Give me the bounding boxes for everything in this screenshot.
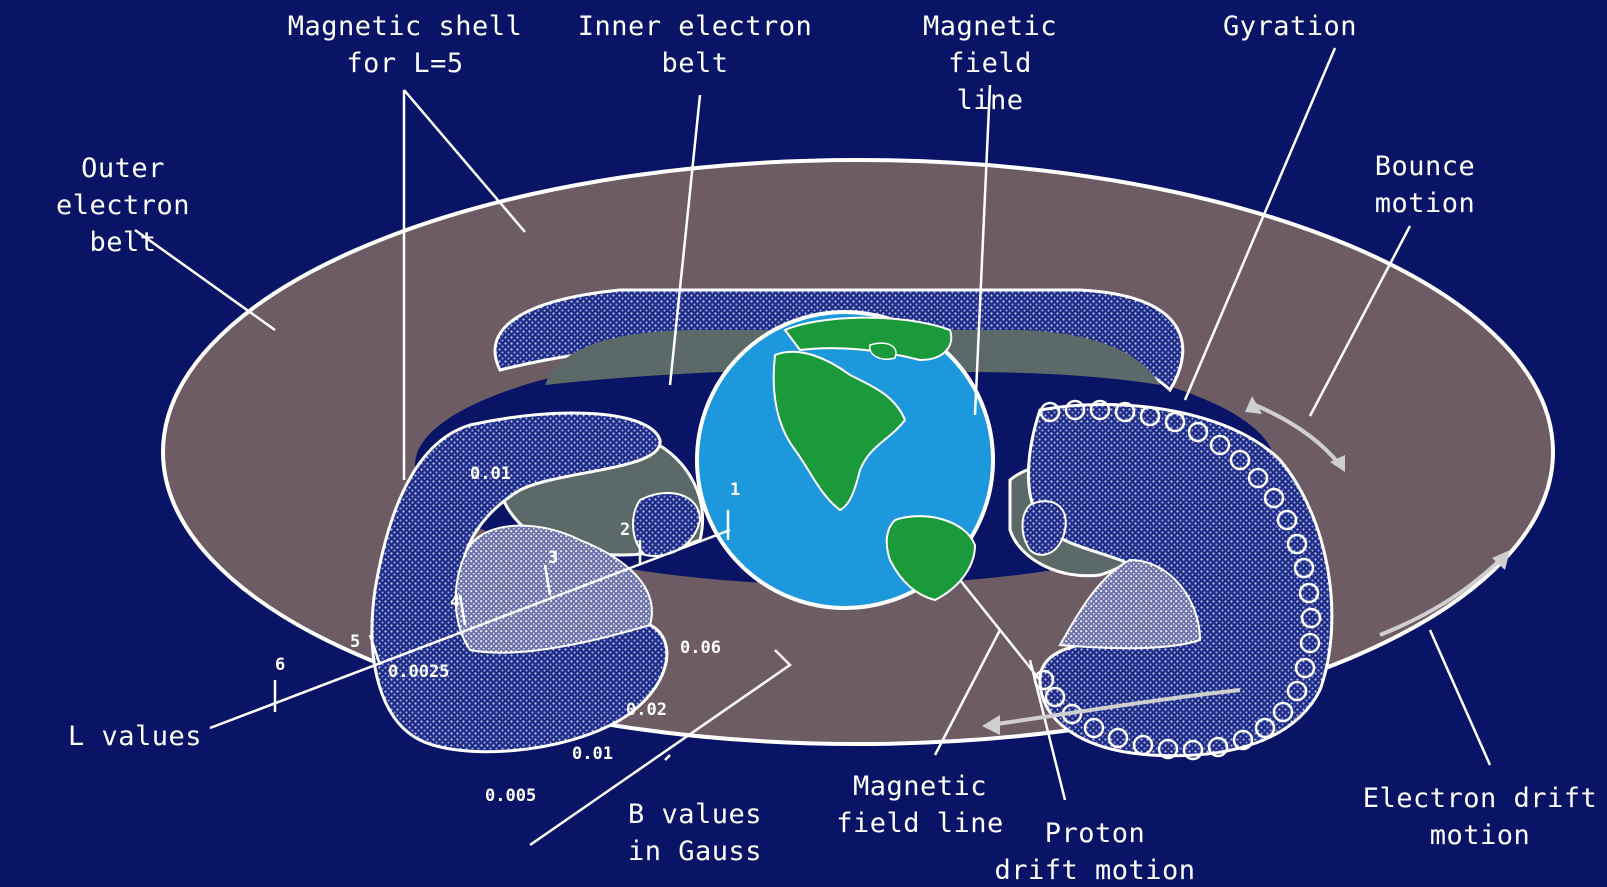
label-magnetic-field-line-bottom: Magnetic field line bbox=[836, 771, 1004, 839]
b-tick: 0.005 bbox=[485, 786, 537, 806]
earth-north-america bbox=[772, 350, 907, 512]
l-tick: 5 bbox=[350, 632, 361, 652]
label-bounce-motion: Bounce motion bbox=[1374, 151, 1476, 219]
label-magnetic-shell: Magnetic shell for L=5 bbox=[287, 11, 523, 79]
earth-island bbox=[869, 342, 897, 360]
b-tick: 0.0025 bbox=[388, 662, 450, 682]
label-magnetic-field-line-top: Magnetic field line bbox=[922, 11, 1058, 116]
pointer-lines bbox=[134, 47, 1492, 847]
l-tick: 3 bbox=[548, 548, 559, 568]
label-outer-electron-belt: Outer electron belt bbox=[55, 153, 191, 258]
earth-south-america bbox=[885, 515, 977, 602]
b-tick: 0.06 bbox=[680, 638, 721, 658]
label-electron-drift-motion: Electron drift motion bbox=[1362, 783, 1598, 851]
label-l-values: L values bbox=[67, 721, 203, 752]
label-b-values: B values in Gauss bbox=[627, 799, 763, 867]
magnetic-shell-right bbox=[1027, 402, 1334, 758]
l-tick: 1 bbox=[730, 480, 741, 500]
magnetic-shell-right-small bbox=[1021, 500, 1067, 556]
b-tick: 0.02 bbox=[626, 700, 667, 720]
electron-drift-arrow bbox=[1379, 550, 1510, 637]
label-gyration: Gyration bbox=[1222, 11, 1358, 42]
b-tick: 0.01 bbox=[470, 464, 511, 484]
magnetic-shell-left-inner bbox=[454, 524, 653, 654]
l-tick: 6 bbox=[275, 655, 286, 675]
label-inner-electron-belt: Inner electron belt bbox=[577, 11, 813, 79]
earth-greenland bbox=[783, 316, 953, 362]
bounce-motion-arrow bbox=[1245, 396, 1345, 472]
magnetic-shell-right-inner bbox=[1058, 558, 1202, 650]
gyration-loops bbox=[1033, 399, 1322, 761]
earth-globe bbox=[695, 310, 995, 610]
label-proton-drift-motion: Proton drift motion bbox=[994, 818, 1196, 886]
proton-drift-arrow bbox=[982, 688, 1241, 735]
l-tick: 2 bbox=[620, 520, 631, 540]
b-tick: 0.01 bbox=[572, 744, 613, 764]
l-tick: 4 bbox=[450, 592, 461, 612]
